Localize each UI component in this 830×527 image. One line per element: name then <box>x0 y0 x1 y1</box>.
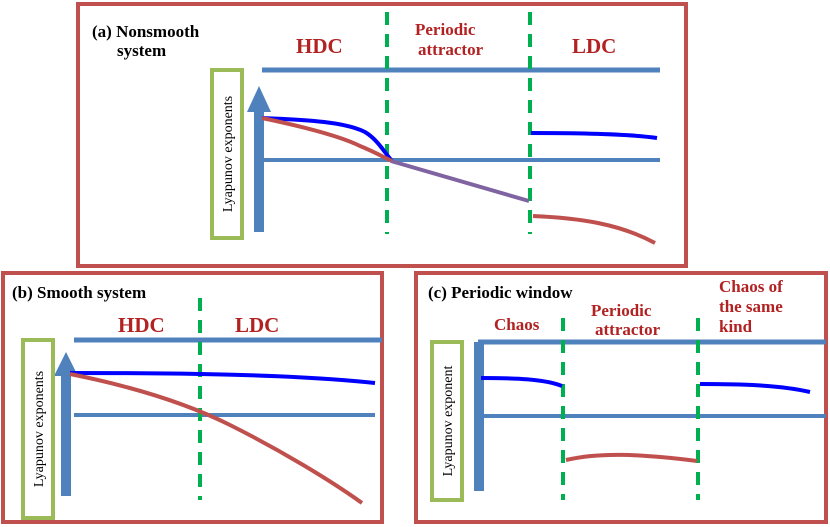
panel-c-red-curve-periodic <box>565 452 698 463</box>
panel-b-ylabel-box <box>21 338 55 520</box>
panel-b-border <box>1 271 384 524</box>
panel-c-ylabel-box <box>430 340 464 502</box>
panel-c: (c) Periodic window Chaos Periodic attra… <box>414 271 828 524</box>
panel-c-ylabel: Lyapunov exponent <box>441 365 456 476</box>
panel-a-title-line1: (a) Nonsmooth <box>92 22 200 41</box>
panel-a-red-curve-ldc <box>532 214 656 245</box>
panel-a-region-attractor: attractor <box>418 40 484 59</box>
panel-c-region-periodic: Periodic <box>591 301 652 320</box>
panel-c-region-kind: kind <box>719 317 753 336</box>
panel-a-y-axis-arrow-icon <box>247 86 271 112</box>
panel-a-red-curve-hdc <box>261 116 393 163</box>
panel-c-blue-curve-chaos-same <box>699 382 811 394</box>
panel-b-region-hdc: HDC <box>118 313 165 337</box>
panel-c-region-chaos: Chaos <box>494 315 540 334</box>
panel-a-region-periodic: Periodic <box>415 20 476 39</box>
panel-a-purple-curve-periodic <box>390 159 530 203</box>
panel-a-blue-curve-ldc <box>530 131 658 140</box>
panel-c-region-chaos-of: Chaos of <box>719 277 783 296</box>
panel-c-border <box>414 271 828 524</box>
panel-a-ylabel: Lyapunov exponents <box>221 96 236 212</box>
panel-b-y-axis-arrow-icon <box>54 352 78 376</box>
panel-a-title-line2: system <box>117 41 166 60</box>
panel-b: (b) Smooth system HDC LDC Lyapunov expon… <box>1 271 384 524</box>
panel-c-title: (c) Periodic window <box>428 283 573 302</box>
panel-c-region-the-same: the same <box>719 297 783 316</box>
panel-a-y-axis <box>254 110 264 232</box>
panel-b-red-curve <box>69 372 364 505</box>
panel-a-region-hdc: HDC <box>296 34 343 58</box>
panel-b-region-ldc: LDC <box>235 313 279 337</box>
panel-b-blue-curve <box>69 371 376 385</box>
panel-c-region-attractor: attractor <box>595 320 661 339</box>
panel-b-title: (b) Smooth system <box>12 283 146 302</box>
panel-c-blue-curve-chaos <box>480 376 563 388</box>
panel-b-y-axis <box>61 374 71 496</box>
panel-a-region-ldc: LDC <box>572 34 616 58</box>
panel-a-blue-curve-hdc <box>261 116 394 163</box>
panel-a: (a) Nonsmooth system HDC Periodic attrac… <box>76 2 688 268</box>
panel-a-ylabel-box <box>210 68 244 240</box>
panel-c-y-axis <box>474 342 484 491</box>
panel-b-ylabel: Lyapunov exponents <box>32 371 47 487</box>
